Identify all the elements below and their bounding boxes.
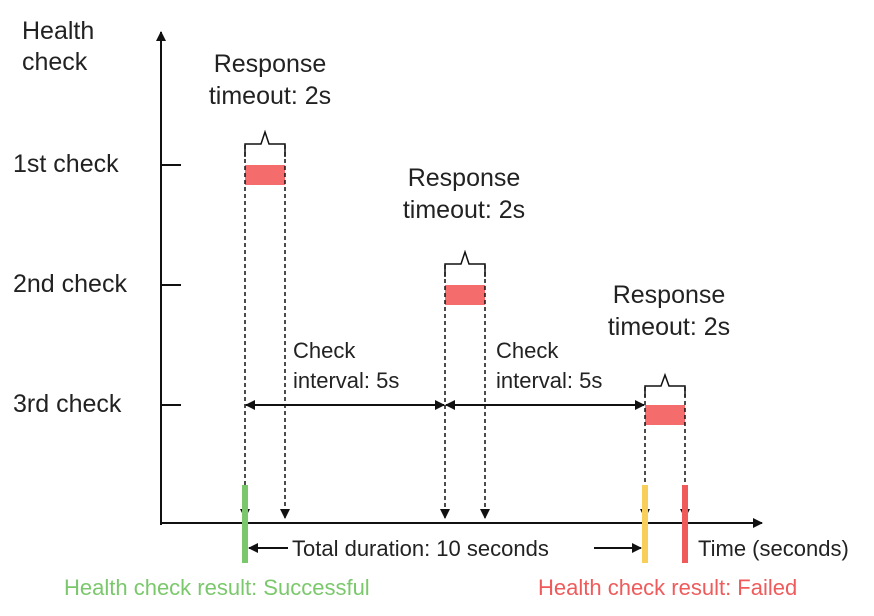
check-interval-label-1: Check interval: 5s [293,338,400,393]
check-label-1: 1st check [13,150,119,178]
response-timeout-label-2: Response timeout: 2s [402,164,526,224]
check-interval-label-2: Check interval: 5s [496,338,603,393]
response-timeout-label-3: Response timeout: 2s [607,281,731,341]
success-marker [242,485,248,563]
timeout-brace-2 [444,249,486,277]
y-axis-title: Health check [22,17,95,76]
response-bar-3 [645,405,685,425]
total-duration-label: Total duration: 10 seconds [292,536,549,561]
response-bar-2 [445,285,485,305]
response-bar-1 [245,165,285,185]
x-axis-title: Time (seconds) [698,536,849,561]
failed-marker [682,485,688,563]
result-successful-label: Health check result: Successful [64,575,370,600]
response-timeout-label-1: Response timeout: 2s [208,50,332,110]
result-failed-label: Health check result: Failed [538,575,798,600]
check-label-3: 3rd check [13,390,122,418]
warning-marker [642,485,648,563]
check-label-2: 2nd check [13,270,127,298]
timeout-brace-3 [644,372,686,397]
timeout-brace-1 [244,129,286,157]
